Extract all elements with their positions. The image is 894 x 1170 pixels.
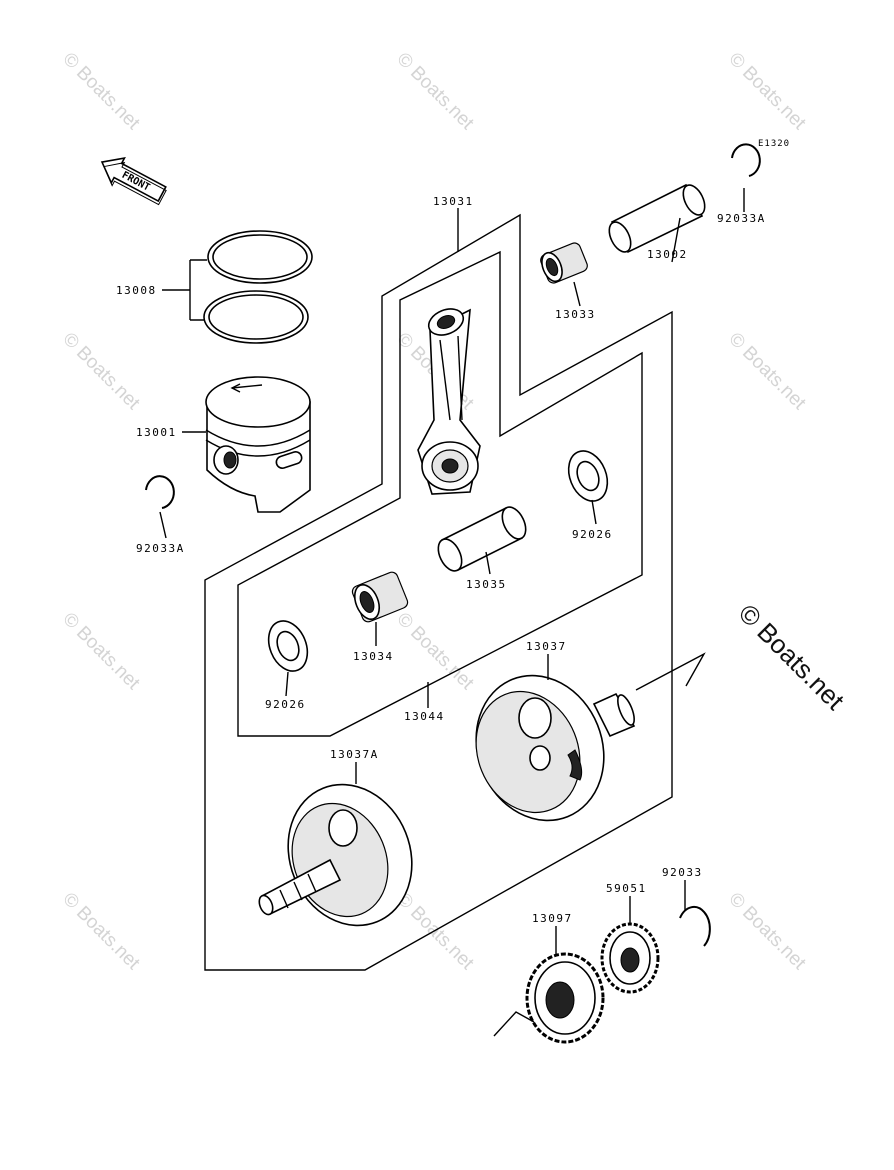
thrust-washer <box>267 620 309 672</box>
front-arrow: FRONT <box>100 157 167 206</box>
needle-bearing-small <box>540 242 588 284</box>
part-label: 13002 <box>647 248 688 261</box>
connecting-rod <box>417 308 481 495</box>
watermark: © Boats.net <box>724 329 810 415</box>
circlip <box>145 475 175 509</box>
part-label: 13008 <box>116 284 157 297</box>
watermark: © Boats.net <box>392 49 478 135</box>
part-label: 92033A <box>717 212 766 225</box>
piston-rings <box>203 230 313 344</box>
piston-pin <box>608 183 706 254</box>
part-label: 92033A <box>136 542 185 555</box>
part-label: 13035 <box>466 578 507 591</box>
break-line <box>635 652 706 691</box>
gear-13097 <box>525 952 605 1044</box>
watermark-large: © Boats.net <box>733 598 851 716</box>
part-label: 13037A <box>330 748 379 761</box>
part-label: 92026 <box>265 698 306 711</box>
part-label: 92026 <box>572 528 613 541</box>
part-label: 92033 <box>662 866 703 879</box>
part-label: 13033 <box>555 308 596 321</box>
part-labels: 13031 13002 92033A 13008 13033 13001 920… <box>116 195 766 925</box>
part-label: 13001 <box>136 426 177 439</box>
crank-half-right <box>475 674 636 822</box>
gear-59051 <box>600 922 660 994</box>
watermark: © Boats.net <box>392 889 478 975</box>
watermark: © Boats.net <box>724 49 810 135</box>
watermark: © Boats.net <box>58 609 144 695</box>
leader-lines <box>159 188 745 954</box>
part-label: 13031 <box>433 195 474 208</box>
circlip <box>731 143 761 177</box>
part-label: 13034 <box>353 650 394 663</box>
thrust-washer <box>567 450 609 502</box>
crank-half-left <box>258 783 413 927</box>
part-label: 13097 <box>532 912 573 925</box>
crankshaft-assembly-boundary <box>204 213 673 971</box>
piston <box>205 376 311 513</box>
watermark: © Boats.net <box>58 329 144 415</box>
needle-bearing-large <box>351 571 409 623</box>
break-line <box>493 1011 535 1037</box>
watermark: © Boats.net <box>58 889 144 975</box>
watermark: © Boats.net <box>724 889 810 975</box>
part-label: 59051 <box>606 882 647 895</box>
part-label: 13037 <box>526 640 567 653</box>
crank-pin <box>437 506 527 572</box>
circlip <box>679 905 711 947</box>
figure-code: E1320 <box>758 139 790 149</box>
part-label: 13044 <box>404 710 445 723</box>
watermark: © Boats.net <box>58 49 144 135</box>
crank-inner-boundary <box>237 250 643 737</box>
watermark-grid: © Boats.net © Boats.net © Boats.net © Bo… <box>58 49 810 975</box>
